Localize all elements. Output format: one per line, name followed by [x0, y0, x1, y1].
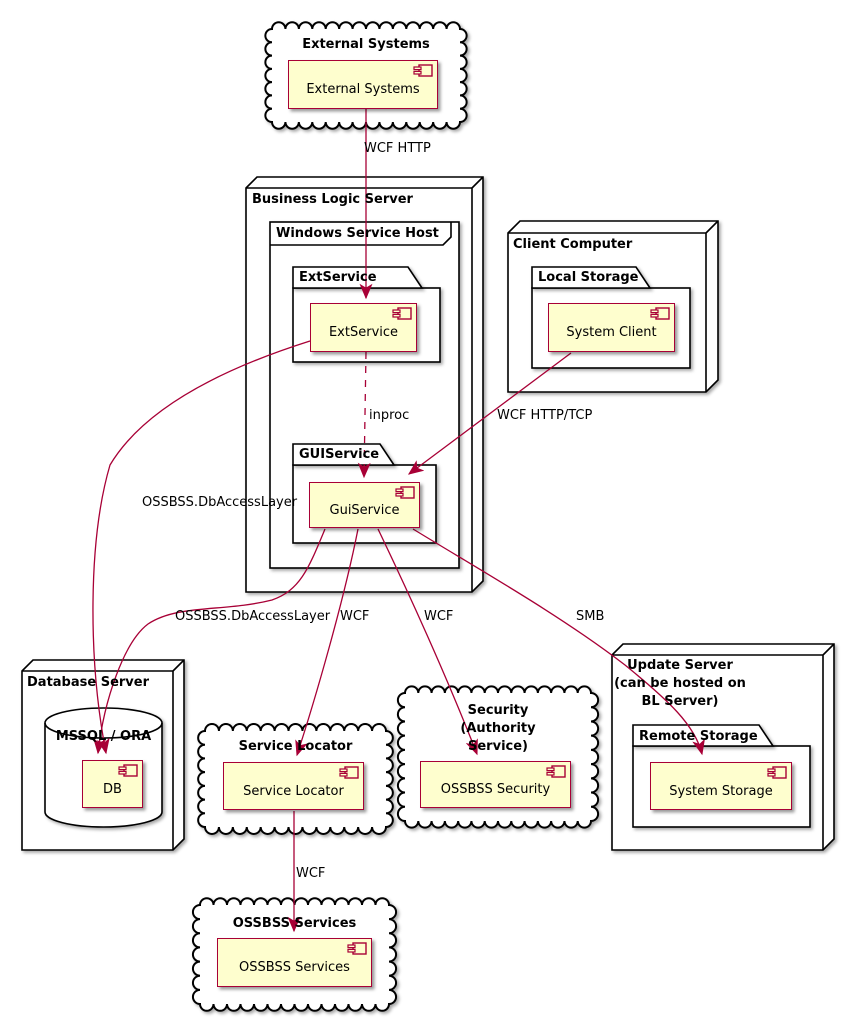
edges-layer — [92, 109, 705, 933]
package-title-ext-service: ExtService — [299, 270, 377, 285]
component-label: DB — [103, 781, 122, 797]
component-external-systems: External Systems — [288, 60, 438, 109]
component-icon — [392, 307, 412, 320]
node-title-client-computer: Client Computer — [513, 237, 633, 252]
node-title-update-server: Update Server (can be hosted on BL Serve… — [613, 657, 747, 711]
node-title-database-server: Database Server — [27, 675, 150, 690]
update-server-title-line3: BL Server) — [641, 694, 719, 709]
cloud-title-ossbss-services: OSSBSS Services — [232, 916, 357, 931]
update-server-title-line2: (can be hosted on — [614, 676, 746, 691]
security-title-line3: Service) — [468, 739, 528, 754]
component-label: Service Locator — [243, 783, 344, 799]
component-ossbss-security: OSSBSS Security — [420, 761, 571, 808]
component-label: System Storage — [669, 783, 773, 799]
edge-label-wcf-http-tcp: WCF HTTP/TCP — [497, 408, 593, 423]
cloud-title-security: Security (Authority Service) — [403, 702, 593, 756]
edge-extservice-to-db — [92, 340, 311, 755]
edge-label-wcf-http: WCF HTTP — [364, 141, 431, 156]
package-title-remote-storage: Remote Storage — [639, 729, 758, 744]
edge-label-ossbss-dbaccesslayer-gui: OSSBSS.DbAccessLayer — [175, 609, 331, 624]
component-service-locator: Service Locator — [223, 762, 364, 810]
component-label: ExtService — [328, 325, 399, 340]
component-icon — [650, 307, 670, 320]
component-icon — [347, 942, 367, 955]
update-server-title-line1: Update Server — [627, 658, 733, 673]
component-ossbss-services: OSSBSS Services — [217, 938, 372, 987]
edge-label-inproc: inproc — [369, 408, 410, 423]
edge-label-wcf-security: WCF — [424, 609, 454, 624]
component-label: External Systems — [306, 82, 420, 97]
security-title-line1: Security — [467, 703, 529, 718]
edge-extservice-to-guiservice — [357, 351, 371, 479]
cloud-title-service-locator: Service Locator — [238, 739, 353, 754]
component-icon — [546, 765, 566, 778]
component-icon — [413, 64, 433, 77]
component-system-storage: System Storage — [650, 762, 792, 810]
component-label: System Client — [566, 325, 657, 340]
node-title-business-logic-server: Business Logic Server — [252, 192, 413, 207]
component-gui-service: GuiService — [309, 482, 420, 528]
edge-guiservice-to-locator — [295, 528, 359, 757]
component-icon — [767, 766, 787, 779]
component-icon — [118, 764, 138, 777]
component-label: GuiService — [329, 502, 400, 518]
package-title-local-storage: Local Storage — [538, 270, 639, 285]
component-db: DB — [82, 760, 143, 808]
component-icon — [395, 486, 415, 499]
edge-guiservice-to-security — [377, 528, 478, 756]
edge-label-ossbss-dbaccesslayer-ext: OSSBSS.DbAccessLayer — [142, 495, 298, 510]
edge-guiservice-to-storage — [412, 528, 705, 756]
edge-label-wcf-services: WCF — [296, 866, 326, 881]
package-title-gui-service: GUIService — [299, 447, 380, 462]
edge-client-to-guiservice — [407, 352, 572, 475]
component-system-client: System Client — [548, 303, 675, 352]
cloud-title-external-systems: External Systems — [302, 37, 430, 52]
component-icon — [339, 766, 359, 779]
component-label: OSSBSS Security — [440, 782, 551, 797]
security-title-line2: (Authority — [460, 721, 536, 736]
edge-label-smb: SMB — [576, 609, 605, 624]
component-ext-service: ExtService — [310, 303, 417, 352]
edge-guiservice-to-db — [93, 528, 326, 755]
frame-title-windows-service-host: Windows Service Host — [276, 226, 439, 241]
edge-label-wcf-locator: WCF — [340, 609, 370, 624]
component-label: OSSBSS Services — [239, 960, 350, 975]
database-title-mssql-ora: MSSQL / ORA — [55, 729, 152, 744]
